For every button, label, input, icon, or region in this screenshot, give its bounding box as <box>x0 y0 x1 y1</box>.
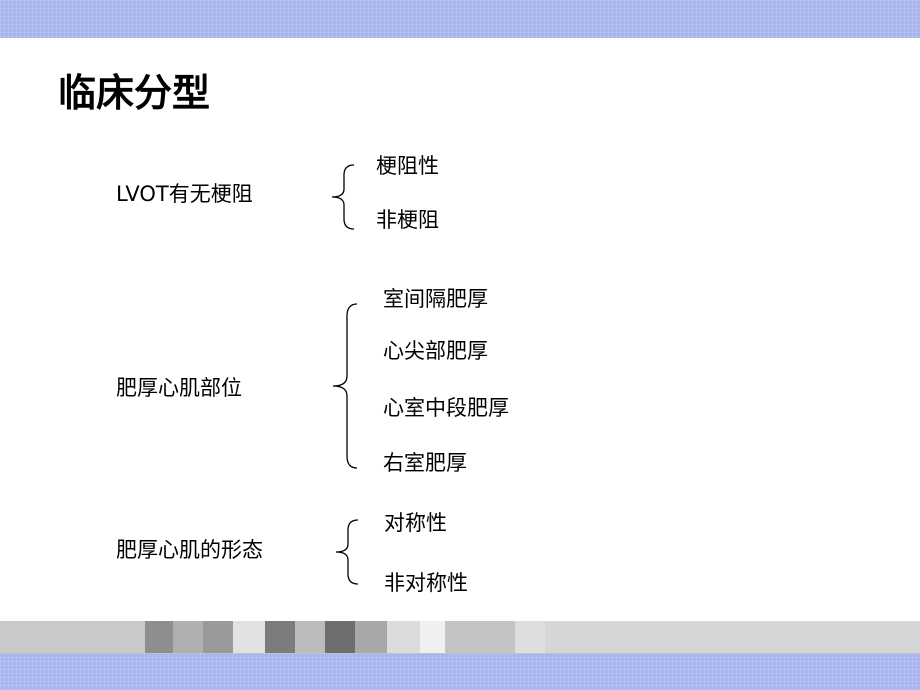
group-label-morphology: 肥厚心肌的形态 <box>116 538 263 562</box>
item-septal-hypertrophy: 室间隔肥厚 <box>383 287 488 311</box>
brace-morphology <box>335 519 359 585</box>
group-label-location: 肥厚心肌部位 <box>116 376 242 400</box>
item-symmetric: 对称性 <box>384 511 447 535</box>
footer-image-strip <box>0 621 920 653</box>
brace-lvot <box>331 164 355 230</box>
top-decorative-band <box>0 0 920 38</box>
item-obstructive: 梗阻性 <box>376 154 439 178</box>
bottom-decorative-band <box>0 653 920 690</box>
group-label-lvot: LVOT有无梗阻 <box>116 182 253 206</box>
slide-title: 临床分型 <box>58 71 211 115</box>
item-apical-hypertrophy: 心尖部肥厚 <box>383 339 488 363</box>
item-midventricular-hypertrophy: 心室中段肥厚 <box>383 396 509 420</box>
item-rv-hypertrophy: 右室肥厚 <box>383 451 467 475</box>
item-asymmetric: 非对称性 <box>384 571 468 595</box>
item-non-obstructive: 非梗阻 <box>376 208 439 232</box>
brace-location <box>332 303 358 469</box>
